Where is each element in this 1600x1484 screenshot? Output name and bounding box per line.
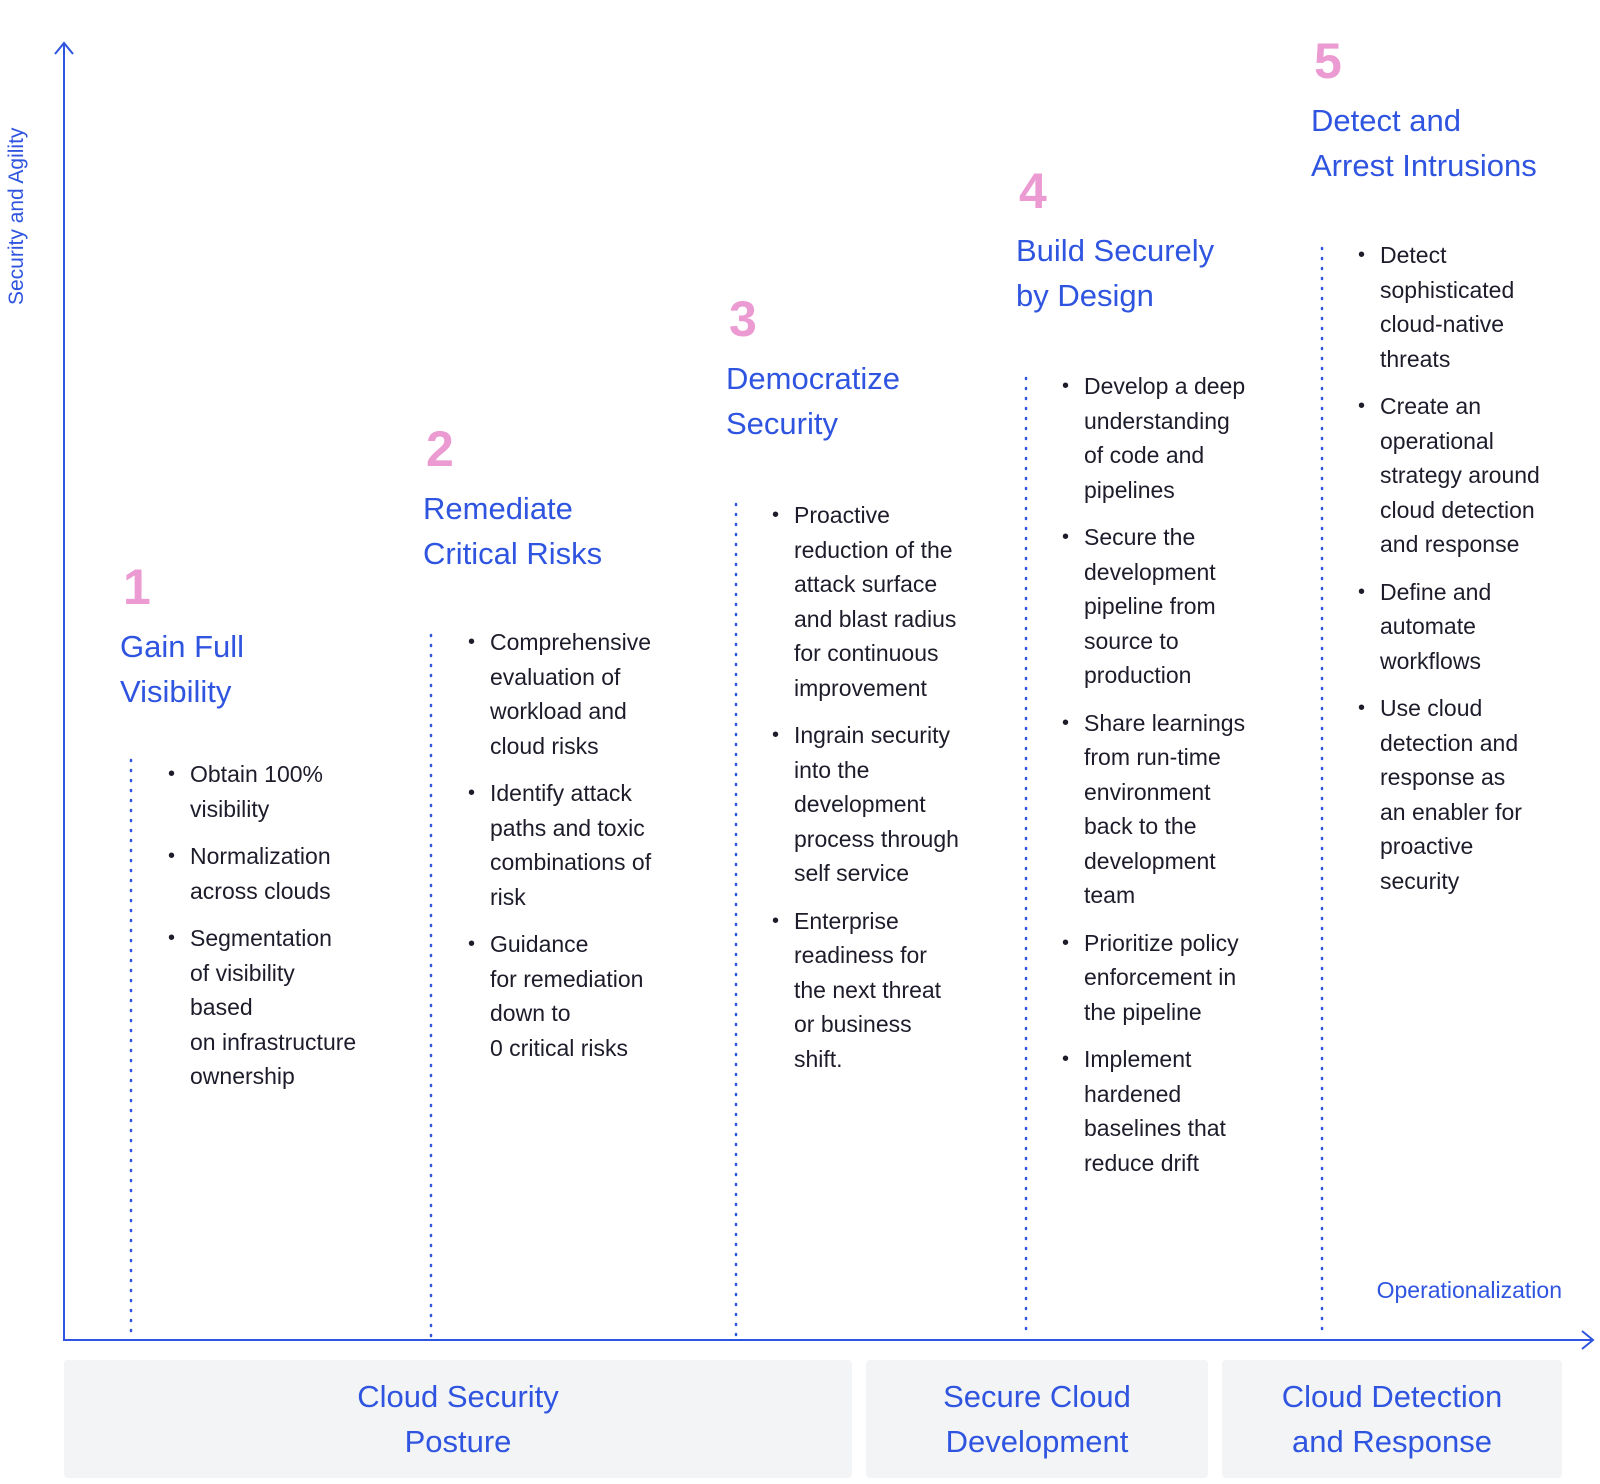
- stage-4-header: 4 Build Securely by Design: [1016, 166, 1214, 318]
- stage-5-bullet: Define and automate workflows: [1358, 575, 1588, 679]
- stage-3-title: Democratize Security: [726, 361, 900, 441]
- stage-1-bullet: Segmentation of visibility based on infr…: [168, 921, 398, 1094]
- stage-2-header: 2 Remediate Critical Risks: [423, 424, 602, 576]
- category-box-cloud-security-posture: Cloud Security Posture: [64, 1360, 852, 1478]
- category-label: Secure Cloud Development: [943, 1379, 1131, 1459]
- stage-4-bullet: Secure the development pipeline from sou…: [1062, 520, 1302, 693]
- stage-4-title: Build Securely by Design: [1016, 233, 1215, 313]
- y-axis-label: Security and Agility: [5, 127, 28, 305]
- stage-2-bullet: Identify attack paths and toxic combinat…: [468, 776, 708, 914]
- category-label: Cloud Security Posture: [357, 1379, 559, 1459]
- stage-3-number: 3: [729, 291, 757, 347]
- stage-2-title: Remediate Critical Risks: [423, 491, 603, 571]
- stage-2-bullet: Guidance for remediation down to 0 criti…: [468, 927, 708, 1065]
- stage-1-number: 1: [123, 559, 151, 615]
- stage-3-header: 3 Democratize Security: [726, 294, 900, 446]
- y-axis-arrow: [54, 41, 74, 55]
- stage-2-bullet-list: Comprehensive evaluation of workload and…: [468, 625, 708, 1078]
- x-axis-arrow: [1581, 1330, 1595, 1350]
- category-box-secure-cloud-development: Secure Cloud Development: [866, 1360, 1208, 1478]
- stage-4-number: 4: [1019, 163, 1047, 219]
- stage-1-bullet: Obtain 100% visibility: [168, 757, 398, 826]
- stage-5-bullet-list: Detect sophisticated cloud-native threat…: [1358, 238, 1588, 911]
- stage-4-bullet: Develop a deep understanding of code and…: [1062, 369, 1302, 507]
- stage-4-bullet: Prioritize policy enforcement in the pip…: [1062, 926, 1302, 1030]
- stage-5-number: 5: [1314, 33, 1342, 89]
- stage-4-bullet: Implement hardened baselines that reduce…: [1062, 1042, 1302, 1180]
- stage-4-bullet-list: Develop a deep understanding of code and…: [1062, 369, 1302, 1193]
- stage-3-bullet: Proactive reduction of the attack surfac…: [772, 498, 1012, 705]
- category-label: Cloud Detection and Response: [1281, 1379, 1503, 1459]
- stage-1-header: 1 Gain Full Visibility: [120, 562, 244, 714]
- stage-4-bullet: Share learnings from run-time environmen…: [1062, 706, 1302, 913]
- stage-1-bullet-list: Obtain 100% visibility Normalization acr…: [168, 757, 398, 1107]
- stage-1-bullet: Normalization across clouds: [168, 839, 398, 908]
- stage-3-bullet-list: Proactive reduction of the attack surfac…: [772, 498, 1012, 1089]
- stage-3-bullet: Enterprise readiness for the next threat…: [772, 904, 1012, 1077]
- stage-5-bullet: Create an operational strategy around cl…: [1358, 389, 1588, 562]
- stage-1-title: Gain Full Visibility: [120, 629, 245, 709]
- stage-3-bullet: Ingrain security into the development pr…: [772, 718, 1012, 891]
- stage-5-bullet: Detect sophisticated cloud-native threat…: [1358, 238, 1588, 376]
- stage-2-bullet: Comprehensive evaluation of workload and…: [468, 625, 708, 763]
- stage-5-bullet: Use cloud detection and response as an e…: [1358, 691, 1588, 898]
- stage-5-header: 5 Detect and Arrest Intrusions: [1311, 36, 1537, 188]
- stage-2-number: 2: [426, 421, 454, 477]
- category-box-cloud-detection-and-response: Cloud Detection and Response: [1222, 1360, 1562, 1478]
- stage-5-title: Detect and Arrest Intrusions: [1311, 103, 1537, 183]
- x-axis-label: Operationalization: [1376, 1277, 1562, 1303]
